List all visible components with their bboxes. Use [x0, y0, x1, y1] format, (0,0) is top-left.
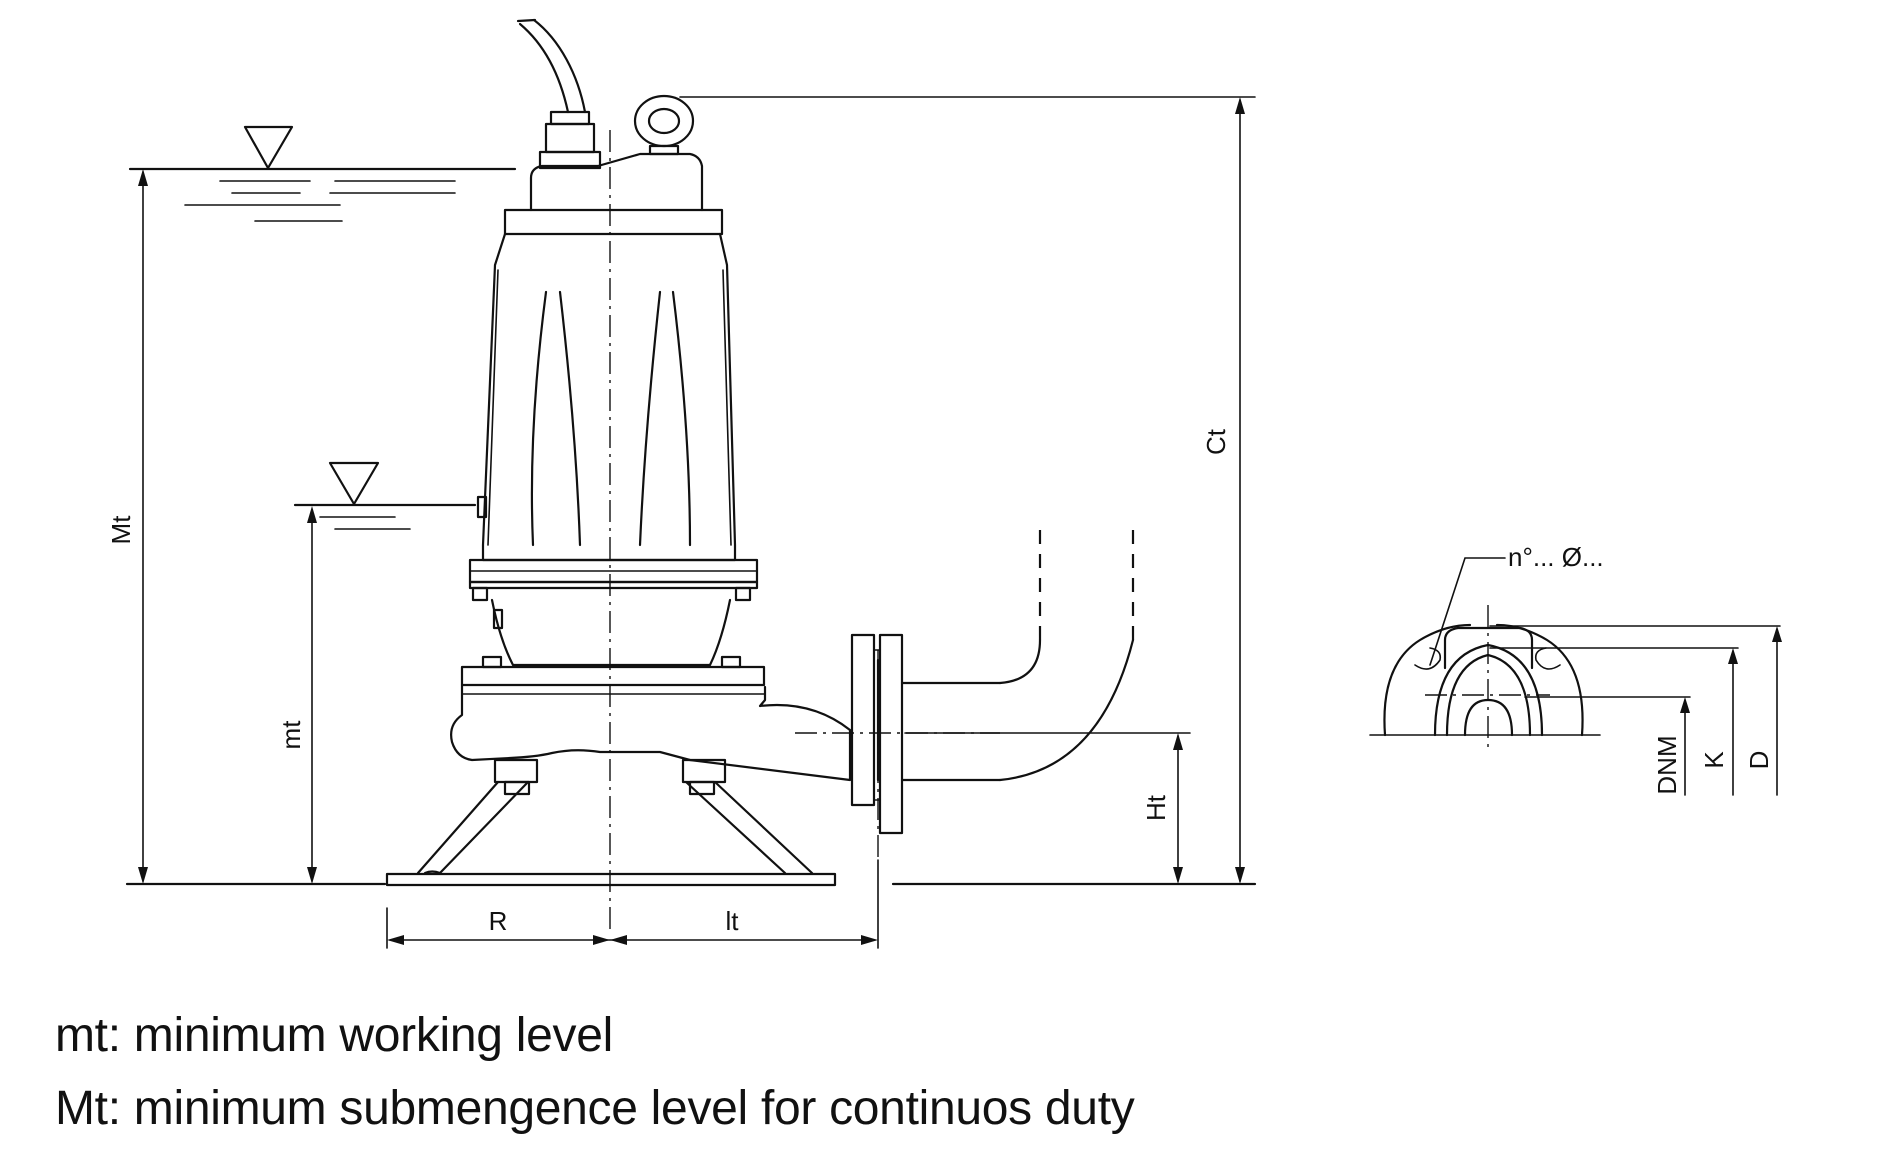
K-label: K [1699, 751, 1729, 769]
flange-holes-label: n°... Ø... [1508, 542, 1604, 572]
flange-detail [1369, 557, 1782, 796]
lower-water-level [293, 461, 477, 530]
DNM-label: DNM [1652, 735, 1682, 794]
R-label: R [489, 906, 508, 936]
pump-body [385, 18, 1135, 887]
R-lt-dimension [386, 859, 879, 949]
Mt-label: Mt [106, 515, 136, 545]
legend-Mt: Mt: minimum submengence level for contin… [55, 1082, 1135, 1135]
upper-water-level [128, 125, 517, 222]
Ht-dimension [1173, 733, 1183, 884]
pump-dimension-drawing: Mt mt Ct Ht R lt n°... Ø... DNM K D [106, 18, 1782, 949]
Ct-dimension [1235, 97, 1245, 884]
Ht-label: Ht [1141, 794, 1171, 821]
legend-mt: mt: minimum working level [55, 1009, 613, 1062]
D-label: D [1744, 751, 1774, 770]
lt-label: lt [726, 906, 740, 936]
mt-label: mt [276, 720, 306, 750]
Mt-dimension [138, 169, 148, 884]
mt-dimension [307, 506, 317, 884]
Ct-label: Ct [1201, 428, 1231, 455]
